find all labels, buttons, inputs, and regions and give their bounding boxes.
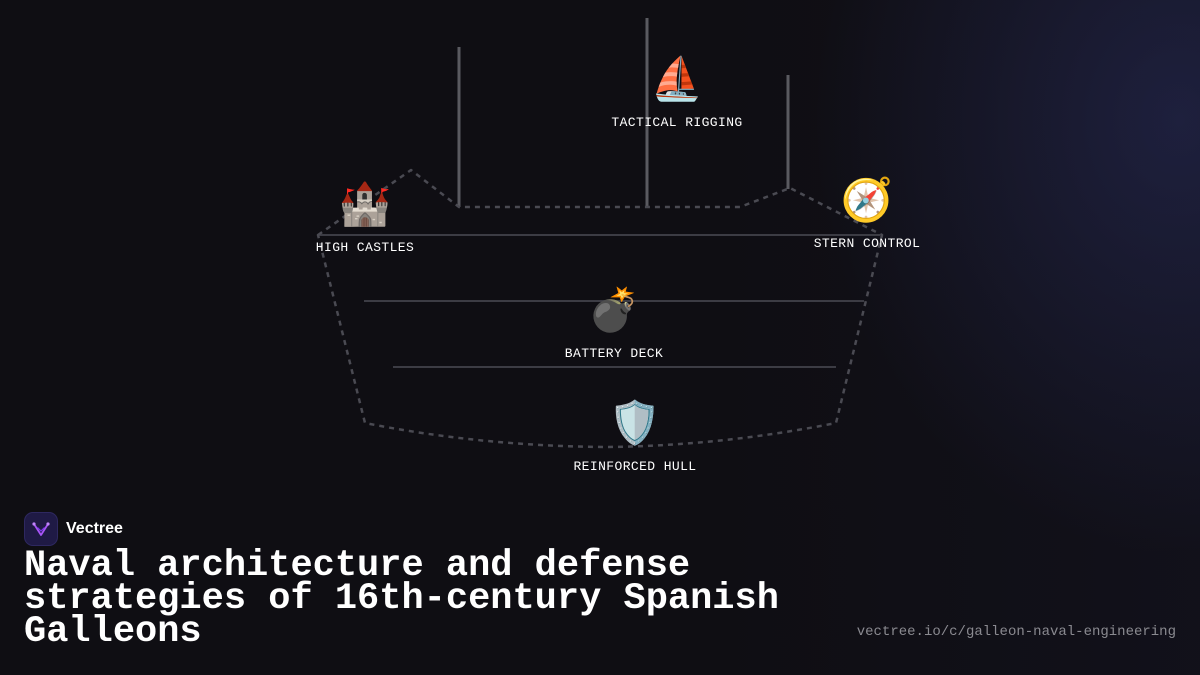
node-label: STERN CONTROL xyxy=(813,236,921,251)
bomb-icon: 💣 xyxy=(587,285,641,334)
node-label: HIGH CASTLES xyxy=(315,240,415,255)
ship-outline xyxy=(316,168,884,449)
sailboat-icon: ⛵ xyxy=(650,54,704,103)
node-reinforced-hull: 🛡️ REINFORCED HULL xyxy=(573,397,696,474)
node-label: REINFORCED HULL xyxy=(573,459,697,474)
brand-name: Vectree xyxy=(66,520,123,537)
node-high-castles: 🏰 HIGH CASTLES xyxy=(316,178,414,255)
compass-icon: 🧭 xyxy=(840,175,894,224)
page-title: Naval architecture and defense strategie… xyxy=(24,545,779,653)
shield-icon: 🛡️ xyxy=(608,398,662,447)
vectree-logo-icon xyxy=(24,512,58,546)
node-stern-control: 🧭 STERN CONTROL xyxy=(814,174,921,251)
node-label: BATTERY DECK xyxy=(564,346,664,361)
castle-icon: 🏰 xyxy=(338,179,392,228)
brand: Vectree xyxy=(24,512,123,546)
node-tactical-rigging: ⛵ TACTICAL RIGGING xyxy=(611,53,742,130)
node-battery-deck: 💣 BATTERY DECK xyxy=(565,284,663,361)
source-url: vectree.io/c/galleon-naval-engineering xyxy=(856,624,1176,640)
node-label: TACTICAL RIGGING xyxy=(611,115,743,130)
